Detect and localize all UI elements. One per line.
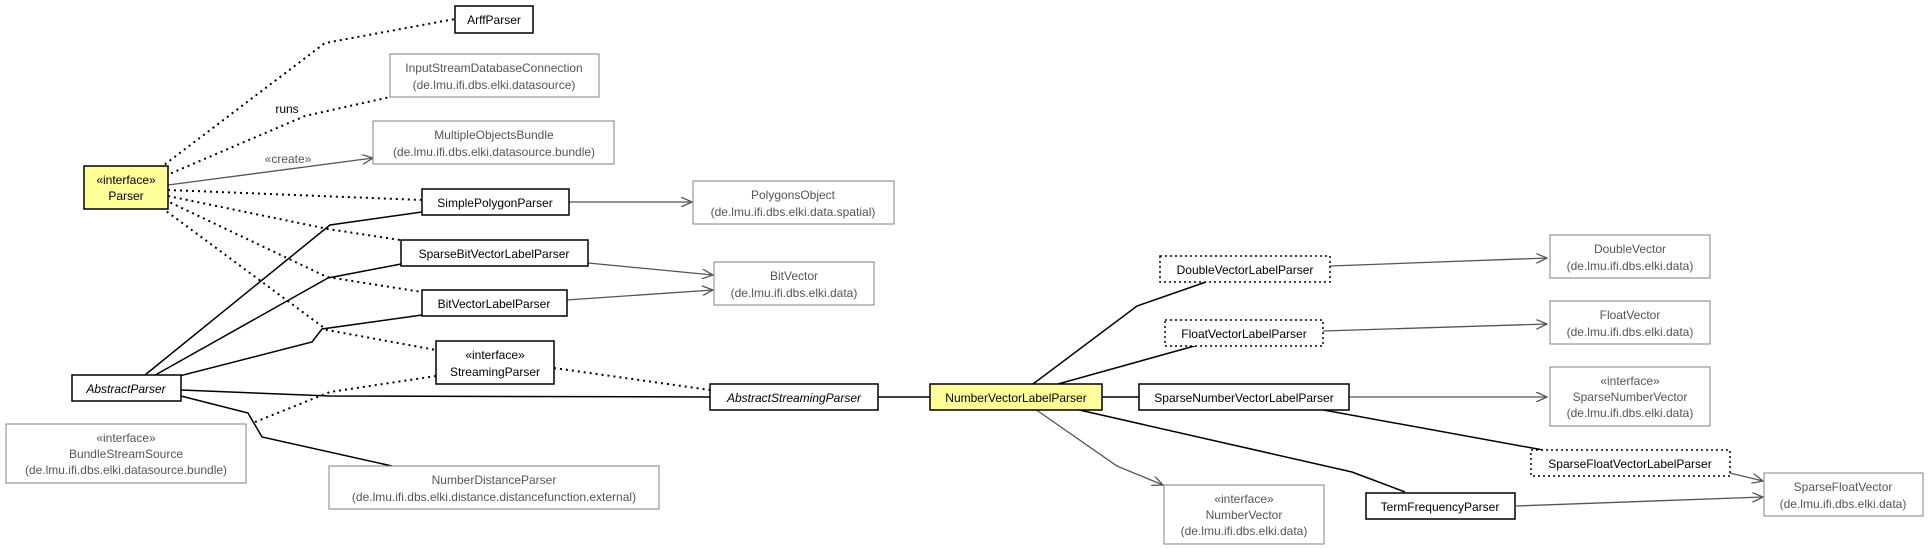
edge-dvlp-dv	[1329, 258, 1547, 267]
svg-text:AbstractStreamingParser: AbstractStreamingParser	[726, 391, 862, 405]
edge-ap-ndp	[180, 395, 393, 467]
edge-sfvlp-sfv	[1729, 472, 1763, 481]
svg-text:(de.lmu.ifi.dbs.elki.data): (de.lmu.ifi.dbs.elki.data)	[1780, 497, 1907, 511]
svg-text:MultipleObjectsBundle: MultipleObjectsBundle	[434, 128, 554, 142]
node-parser-interface[interactable]: «interface» Parser	[83, 165, 169, 210]
edge-ap-sbvlp	[149, 263, 402, 379]
edge-parser-arff	[159, 18, 456, 169]
svg-text:(de.lmu.ifi.dbs.elki.datasourc: (de.lmu.ifi.dbs.elki.datasource.bundle)	[393, 145, 595, 159]
edge-ap-asp	[180, 389, 711, 398]
node-number-vector-interface[interactable]: «interface» NumberVector (de.lmu.ifi.dbs…	[1163, 484, 1325, 545]
svg-text:«interface»: «interface»	[1600, 374, 1660, 388]
svg-text:SparseBitVectorLabelParser: SparseBitVectorLabelParser	[419, 247, 570, 261]
svg-text:(de.lmu.ifi.dbs.elki.datasourc: (de.lmu.ifi.dbs.elki.datasource)	[413, 78, 576, 92]
svg-text:StreamingParser: StreamingParser	[450, 365, 540, 379]
node-sparse-float-vector-label-parser[interactable]: SparseFloatVectorLabelParser	[1530, 449, 1731, 477]
node-abstract-streaming-parser[interactable]: AbstractStreamingParser	[709, 383, 879, 411]
edge-parser-mob	[167, 158, 373, 186]
svg-text:(de.lmu.ifi.dbs.elki.data): (de.lmu.ifi.dbs.elki.data)	[731, 286, 858, 300]
svg-text:PolygonsObject: PolygonsObject	[751, 188, 836, 202]
svg-text:TermFrequencyParser: TermFrequencyParser	[1381, 500, 1500, 514]
edge-label-runs: runs	[275, 102, 298, 116]
edge-nvlp-nv	[1034, 408, 1163, 485]
svg-text:«interface»: «interface»	[465, 348, 525, 362]
node-term-frequency-parser[interactable]: TermFrequencyParser	[1365, 492, 1516, 520]
node-number-distance-parser[interactable]: NumberDistanceParser (de.lmu.ifi.dbs.elk…	[328, 465, 660, 510]
svg-text:«interface»: «interface»	[96, 431, 156, 445]
edge-ap-spp	[144, 211, 423, 376]
node-double-vector-label-parser[interactable]: DoubleVectorLabelParser	[1159, 255, 1331, 283]
svg-text:«interface»: «interface»	[96, 173, 156, 187]
node-input-stream-database-connection[interactable]: InputStreamDatabaseConnection (de.lmu.if…	[389, 53, 600, 98]
node-double-vector[interactable]: DoubleVector (de.lmu.ifi.dbs.elki.data)	[1549, 234, 1711, 279]
edge-parser-sp	[161, 207, 437, 351]
svg-text:(de.lmu.ifi.dbs.elki.data.spat: (de.lmu.ifi.dbs.elki.data.spatial)	[711, 205, 876, 219]
node-sparse-float-vector[interactable]: SparseFloatVector (de.lmu.ifi.dbs.elki.d…	[1763, 472, 1924, 517]
node-sparse-number-vector-interface[interactable]: «interface» SparseNumberVector (de.lmu.i…	[1549, 366, 1711, 427]
svg-text:Parser: Parser	[108, 189, 143, 203]
svg-text:AbstractParser: AbstractParser	[85, 382, 166, 396]
svg-text:NumberDistanceParser: NumberDistanceParser	[432, 473, 557, 487]
svg-text:(de.lmu.ifi.dbs.elki.data): (de.lmu.ifi.dbs.elki.data)	[1567, 406, 1694, 420]
svg-text:(de.lmu.ifi.dbs.elki.data): (de.lmu.ifi.dbs.elki.data)	[1181, 524, 1308, 538]
svg-text:BundleStreamSource: BundleStreamSource	[69, 447, 183, 461]
node-abstract-parser[interactable]: AbstractParser	[71, 374, 182, 402]
svg-text:NumberVectorLabelParser: NumberVectorLabelParser	[945, 391, 1086, 405]
svg-text:FloatVector: FloatVector	[1600, 308, 1661, 322]
node-bundle-stream-source[interactable]: «interface» BundleStreamSource (de.lmu.i…	[5, 423, 247, 484]
svg-text:InputStreamDatabaseConnection: InputStreamDatabaseConnection	[405, 61, 582, 75]
svg-text:(de.lmu.ifi.dbs.elki.datasourc: (de.lmu.ifi.dbs.elki.datasource.bundle)	[25, 463, 227, 477]
edge-snvlp-sfvlp	[1317, 408, 1544, 451]
edge-parser-bvlp	[164, 199, 423, 293]
svg-text:BitVector: BitVector	[770, 269, 818, 283]
edge-tfp-sfv	[1515, 497, 1763, 507]
svg-text:(de.lmu.ifi.dbs.elki.data): (de.lmu.ifi.dbs.elki.data)	[1567, 325, 1694, 339]
svg-text:(de.lmu.ifi.dbs.elki.data): (de.lmu.ifi.dbs.elki.data)	[1567, 259, 1694, 273]
svg-text:SparseFloatVector: SparseFloatVector	[1794, 480, 1893, 494]
node-number-vector-label-parser[interactable]: NumberVectorLabelParser	[929, 383, 1103, 411]
edge-parser-spp	[167, 189, 423, 201]
edge-nvlp-fvlp	[1057, 344, 1199, 385]
svg-text:(de.lmu.ifi.dbs.elki.distance.: (de.lmu.ifi.dbs.elki.distance.distancefu…	[352, 490, 636, 504]
svg-text:BitVectorLabelParser: BitVectorLabelParser	[438, 297, 551, 311]
edge-bvlp-bv	[565, 290, 713, 301]
node-sparse-number-vector-label-parser[interactable]: SparseNumberVectorLabelParser	[1138, 383, 1350, 411]
node-arff-parser[interactable]: ArffParser	[454, 5, 534, 34]
node-polygons-object[interactable]: PolygonsObject (de.lmu.ifi.dbs.elki.data…	[692, 180, 895, 225]
node-simple-polygon-parser[interactable]: SimplePolygonParser	[421, 188, 570, 216]
svg-text:FloatVectorLabelParser: FloatVectorLabelParser	[1181, 327, 1306, 341]
svg-text:«interface»: «interface»	[1214, 492, 1274, 506]
node-streaming-parser-interface[interactable]: «interface» StreamingParser	[435, 340, 555, 385]
edge-sp-asp	[553, 367, 711, 391]
node-sparse-bit-vector-label-parser[interactable]: SparseBitVectorLabelParser	[400, 239, 589, 267]
svg-text:SparseNumberVectorLabelParser: SparseNumberVectorLabelParser	[1154, 391, 1333, 405]
svg-text:ArffParser: ArffParser	[467, 13, 521, 27]
node-bit-vector[interactable]: BitVector (de.lmu.ifi.dbs.elki.data)	[713, 261, 875, 306]
node-float-vector-label-parser[interactable]: FloatVectorLabelParser	[1164, 319, 1324, 347]
edge-label-create: «create»	[265, 152, 312, 166]
svg-text:SparseFloatVectorLabelParser: SparseFloatVectorLabelParser	[1548, 457, 1711, 471]
svg-text:DoubleVectorLabelParser: DoubleVectorLabelParser	[1177, 263, 1314, 277]
node-bit-vector-label-parser[interactable]: BitVectorLabelParser	[421, 289, 568, 317]
edge-sbvlp-bv	[587, 262, 713, 275]
edge-ap-bvlp	[151, 314, 423, 384]
edge-nvlp-dvlp	[1032, 281, 1207, 385]
svg-text:DoubleVector: DoubleVector	[1594, 242, 1666, 256]
node-float-vector[interactable]: FloatVector (de.lmu.ifi.dbs.elki.data)	[1549, 300, 1711, 345]
edge-parser-isdb	[159, 96, 391, 179]
node-multiple-objects-bundle[interactable]: MultipleObjectsBundle (de.lmu.ifi.dbs.el…	[372, 120, 615, 165]
svg-text:SparseNumberVector: SparseNumberVector	[1573, 390, 1688, 404]
svg-text:NumberVector: NumberVector	[1206, 508, 1283, 522]
edge-sp-bss	[254, 375, 437, 423]
edge-nvlp-tfp	[1074, 408, 1406, 493]
edge-parser-sbvlp	[167, 195, 401, 241]
edge-fvlp-fv	[1322, 324, 1547, 332]
svg-text:SimplePolygonParser: SimplePolygonParser	[437, 196, 552, 210]
